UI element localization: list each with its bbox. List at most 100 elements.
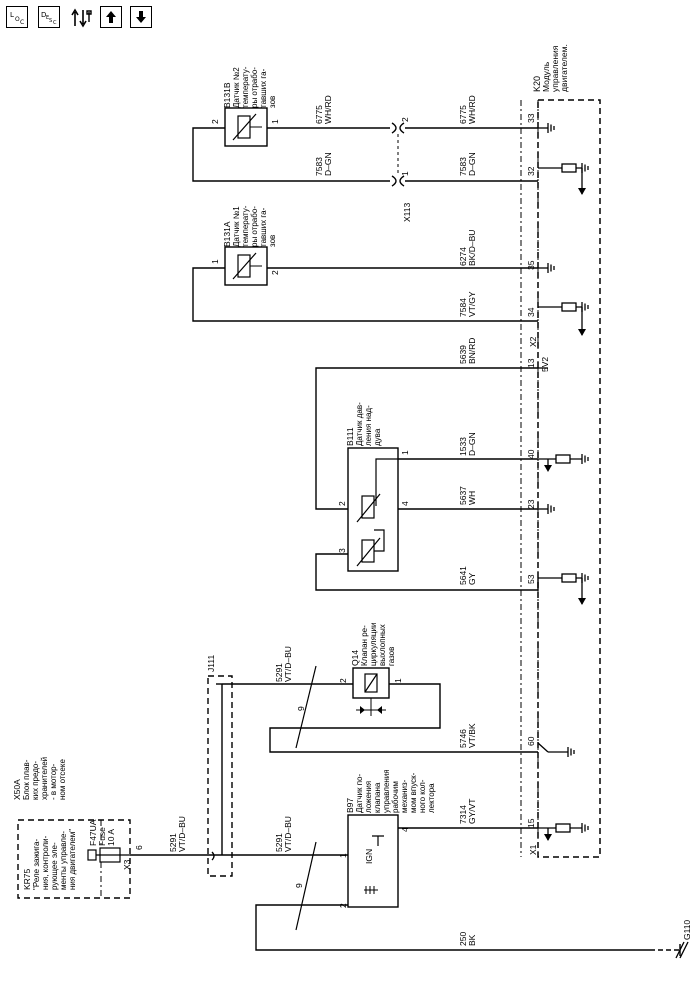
g110-ground: G110 [675, 920, 692, 959]
wire-5291b-num: 5291 [274, 833, 284, 852]
svg-text:ложения: ложения [364, 781, 373, 813]
fuse-rating: 10 A [106, 829, 116, 846]
k20-desc-2: двигателем. [559, 44, 569, 92]
b97-sensor: IGN B97 Датчик по- ложения клапана управ… [338, 769, 436, 908]
k20-pin-32: 32 [526, 166, 536, 176]
svg-text:Датчик по-: Датчик по- [355, 774, 364, 813]
connector-x3-label: X3 [122, 859, 132, 870]
wire-5641-num: 5641 [458, 566, 468, 585]
b97-id: B97 [345, 798, 355, 813]
x113-pin-2: 2 [400, 117, 410, 122]
svg-text:рабочим: рабочим [391, 781, 400, 813]
wire-7583b-color: D–GN [467, 152, 477, 176]
svg-text:температу-: температу- [241, 205, 250, 247]
b131b-pin-2: 2 [210, 119, 220, 124]
connector-x2-label: X2 [528, 336, 538, 347]
wire-5637-num: 5637 [458, 486, 468, 505]
b131a-pin-2: 2 [270, 270, 280, 275]
wire-6775a-color: WH/RD [323, 95, 333, 124]
svg-text:"Реле зажига-: "Реле зажига- [32, 839, 41, 890]
b111-wires: 5639 BN/RD 1533 D–GN 5637 WH 5641 GY [315, 338, 539, 591]
j111-label: J111 [206, 655, 216, 672]
svg-text:ры отрабо-: ры отрабо- [250, 67, 259, 108]
wire-1533-color: D–GN [467, 432, 477, 456]
wire-5639-color: BN/RD [467, 338, 477, 364]
k20-module: K20 Модуль управления двигателем. X2 X1 … [520, 44, 601, 858]
k20-desc-0: Модуль [541, 61, 551, 92]
k20-pin-13: 13 [526, 358, 536, 368]
wire-5639-num: 5639 [458, 345, 468, 364]
x113-label: X113 [402, 203, 412, 222]
svg-text:ких предо-: ких предо- [31, 761, 40, 800]
svg-text:зов: зов [268, 96, 277, 108]
wire-5291b-color: VT/D–BU [283, 816, 293, 852]
wire-6775a-num: 6775 [314, 105, 324, 124]
wire-6274-num: 6274 [458, 247, 468, 266]
svg-text:зов: зов [268, 235, 277, 247]
wire-5291c-num: 5291 [274, 663, 284, 682]
wire-7583a-num: 7583 [314, 157, 324, 176]
b131b-wires: 2 1 X113 6775 WH/RD 7583 D–GN 6775 WH/RD… [192, 95, 538, 222]
b111-pin-1: 1 [400, 450, 410, 455]
svg-text:тавших га-: тавших га- [259, 68, 268, 108]
wire-1533-num: 1533 [458, 437, 468, 456]
b131a-wires: 6274 BK/D–BU 7584 VT/GY [192, 230, 538, 322]
wire-7583a-color: D–GN [323, 152, 333, 176]
svg-text:дува: дува [373, 428, 382, 446]
k20-pin-35: 35 [526, 260, 536, 270]
svg-text:мом впуск-: мом впуск- [409, 772, 418, 813]
fuse-label: Fuse [97, 827, 107, 846]
svg-text:Датчик дав-: Датчик дав- [355, 402, 364, 446]
k20-pin-53: 53 [526, 574, 536, 584]
x50a-id: X50A [12, 779, 22, 800]
svg-text:Датчик №2: Датчик №2 [232, 67, 241, 108]
q14-pin-2: 2 [338, 678, 348, 683]
svg-text:тавших га-: тавших га- [259, 207, 268, 247]
svg-text:механиз-: механиз- [400, 779, 409, 813]
svg-text:ления над-: ления над- [364, 405, 373, 446]
k20-pin-15: 15 [526, 818, 536, 828]
wire-250-num: 250 [458, 932, 468, 946]
wire-5641-color: GY [467, 572, 477, 585]
q14-id: Q14 [350, 650, 360, 666]
wire-5746-color: VT/BK [467, 723, 477, 748]
k20-pin-33: 33 [526, 113, 536, 123]
svg-text:Блок плав-: Блок плав- [22, 759, 31, 800]
q14-pin-1: 1 [393, 678, 403, 683]
svg-text:рующее эле-: рующее эле- [50, 842, 59, 890]
k20-pin-60: 60 [526, 736, 536, 746]
svg-text:менты управле-: менты управле- [59, 831, 68, 890]
svg-text:ния двигателем": ния двигателем" [68, 829, 77, 890]
kr75-id: KR75 [22, 868, 32, 890]
k20-5v-label: 5V2 [540, 357, 550, 372]
svg-text:управления: управления [382, 769, 391, 813]
wire-5291c-color: VT/D–BU [283, 646, 293, 682]
wire-5291a-num: 5291 [168, 833, 178, 852]
b97-pin-4: 4 [400, 827, 410, 832]
q14-wires: 9 5291 VT/D–BU 5746 VT/BK [222, 646, 538, 753]
svg-text:клапана: клапана [373, 782, 382, 813]
b111-pin-4: 4 [400, 501, 410, 506]
fuse-id: F47UA [88, 819, 98, 846]
x3-pin-6: 6 [134, 845, 144, 850]
wire-7584-num: 7584 [458, 298, 468, 317]
twist-label-q14: 9 [296, 706, 306, 711]
wire-5746-num: 5746 [458, 729, 468, 748]
k20-pin-23: 23 [526, 499, 536, 509]
b131a-sensor: B131A Датчик №1 температу- ры отрабо- та… [210, 205, 280, 286]
wire-7584-color: VT/GY [467, 291, 477, 317]
svg-text:ном отсеке: ном отсеке [58, 759, 67, 800]
k20-pin-34: 34 [526, 307, 536, 317]
svg-text:- в мотор-: - в мотор- [49, 763, 58, 800]
wire-6274-color: BK/D–BU [467, 230, 477, 266]
b111-sensor: B111 Датчик дав- ления над- дува 1 2 4 3 [337, 402, 410, 572]
svg-text:хранителей: хранителей [40, 757, 49, 800]
svg-text:ры отрабо-: ры отрабо- [250, 206, 259, 247]
svg-text:Датчик №1: Датчик №1 [232, 206, 241, 247]
wire-7583b-num: 7583 [458, 157, 468, 176]
b97-ign-label: IGN [364, 849, 374, 864]
svg-text:температу-: температу- [241, 66, 250, 108]
wire-6775b-color: WH/RD [467, 95, 477, 124]
b97-wires: 9 5291 VT/D–BU 5291 VT/D–BU 7314 GY/VT 2… [130, 798, 680, 951]
